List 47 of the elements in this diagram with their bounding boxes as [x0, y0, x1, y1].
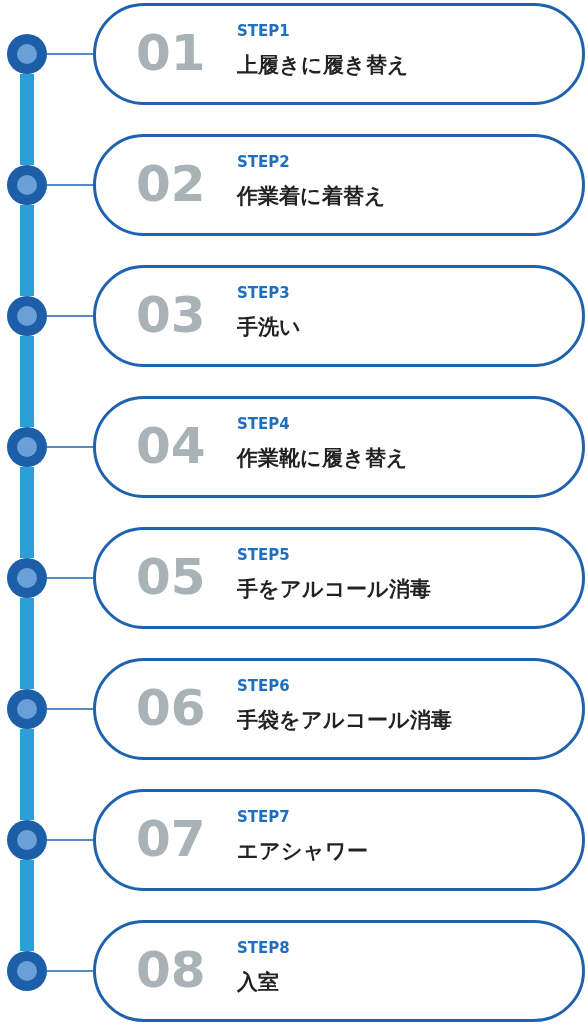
step-label: STEP6	[237, 678, 290, 695]
step-description: 入室	[237, 969, 279, 996]
timeline-dot	[7, 427, 47, 467]
timeline-dot	[7, 951, 47, 991]
step-number: 07	[136, 814, 206, 864]
connector-line	[46, 839, 94, 841]
step-label: STEP2	[237, 154, 290, 171]
connector-line	[46, 184, 94, 186]
step-description: 上履きに履き替え	[237, 52, 409, 79]
timeline-dot	[7, 165, 47, 205]
timeline-dot	[7, 34, 47, 74]
timeline-bar	[20, 74, 34, 165]
timeline-bar	[20, 729, 34, 820]
timeline-dot	[7, 820, 47, 860]
timeline-bar	[20, 860, 34, 951]
step-description: 作業着に着替え	[237, 183, 386, 210]
step-description: 手洗い	[237, 314, 301, 341]
step-label: STEP1	[237, 23, 290, 40]
step-description: 手をアルコール消毒	[237, 576, 431, 603]
step-label: STEP4	[237, 416, 290, 433]
step-number: 01	[136, 28, 206, 78]
connector-line	[46, 970, 94, 972]
connector-line	[46, 315, 94, 317]
step-number: 08	[136, 945, 206, 995]
timeline-bar	[20, 467, 34, 558]
timeline-bar	[20, 205, 34, 296]
step-label: STEP8	[237, 940, 290, 957]
timeline-dot	[7, 689, 47, 729]
timeline-bar	[20, 336, 34, 427]
connector-line	[46, 53, 94, 55]
connector-line	[46, 446, 94, 448]
step-label: STEP7	[237, 809, 290, 826]
timeline-bar	[20, 598, 34, 689]
timeline-dot	[7, 296, 47, 336]
step-number: 03	[136, 290, 206, 340]
connector-line	[46, 577, 94, 579]
step-number: 05	[136, 552, 206, 602]
step-description: エアシャワー	[237, 838, 368, 865]
timeline-dot	[7, 558, 47, 598]
step-label: STEP3	[237, 285, 290, 302]
step-number: 02	[136, 159, 206, 209]
step-description: 作業靴に履き替え	[237, 445, 408, 472]
step-number: 04	[136, 421, 206, 471]
step-number: 06	[136, 683, 206, 733]
step-label: STEP5	[237, 547, 290, 564]
connector-line	[46, 708, 94, 710]
step-description: 手袋をアルコール消毒	[237, 707, 452, 734]
